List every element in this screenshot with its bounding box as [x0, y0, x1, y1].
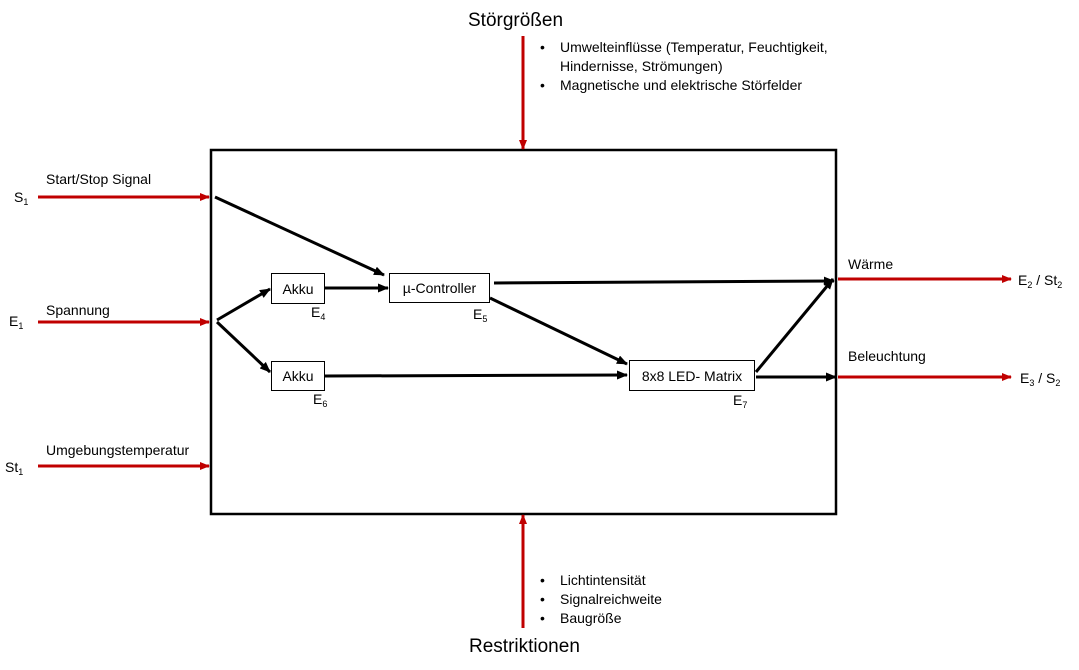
flow-controller-to-heat: [493, 276, 835, 286]
restriction-item: Baugröße: [540, 609, 662, 628]
flow-signal-to-controller: [214, 195, 385, 277]
flow-voltage-to-akku-top: [216, 287, 271, 322]
restriction-item: Signalreichweite: [540, 590, 662, 609]
output-label-light: Beleuchtung: [848, 348, 926, 364]
block-tag-e6: E6: [313, 391, 328, 409]
output-symbol-heat: E2 / St2: [1018, 272, 1063, 290]
restrictions-title: Restriktionen: [469, 636, 580, 657]
disturbances-title: Störgrößen: [468, 10, 564, 31]
restriction-item: Lichtintensität: [540, 571, 662, 590]
system-boundary: [209, 148, 838, 516]
disturbances-list: Umwelteinflüsse (Temperatur, Feuchtigkei…: [540, 38, 828, 95]
flow-controller-to-matrix: [489, 296, 628, 366]
input-symbol-s1: S1: [14, 189, 29, 207]
block-tag-e7: E7: [733, 392, 748, 410]
restrictions-list: Lichtintensität Signalreichweite Baugröß…: [540, 571, 662, 628]
block-led-matrix: 8x8 LED- Matrix: [629, 360, 755, 391]
block-tag-e4: E4: [311, 304, 326, 322]
disturbance-item: Magnetische und elektrische Störfelder: [540, 76, 828, 95]
flow-akku-to-matrix: [324, 370, 628, 380]
output-label-heat: Wärme: [848, 256, 894, 272]
input-symbol-e1: E1: [9, 313, 24, 331]
disturbance-item: Umwelteinflüsse (Temperatur, Feuchtigkei…: [540, 38, 828, 76]
block-akku-bottom: Akku: [271, 361, 325, 391]
block-microcontroller: µ-Controller: [389, 273, 490, 303]
flow-matrix-to-heat: [754, 278, 835, 373]
block-tag-e5: E5: [473, 306, 488, 324]
block-akku-top: Akku: [271, 273, 325, 304]
input-label-ambient-temperature: Umgebungstemperatur: [46, 442, 190, 458]
input-label-start-stop: Start/Stop Signal: [46, 171, 152, 187]
input-label-voltage: Spannung: [46, 302, 110, 318]
input-symbol-st1: St1: [5, 459, 24, 477]
output-symbol-light: E3 / S2: [1020, 370, 1061, 388]
flow-voltage-to-akku-bottom: [215, 320, 272, 374]
